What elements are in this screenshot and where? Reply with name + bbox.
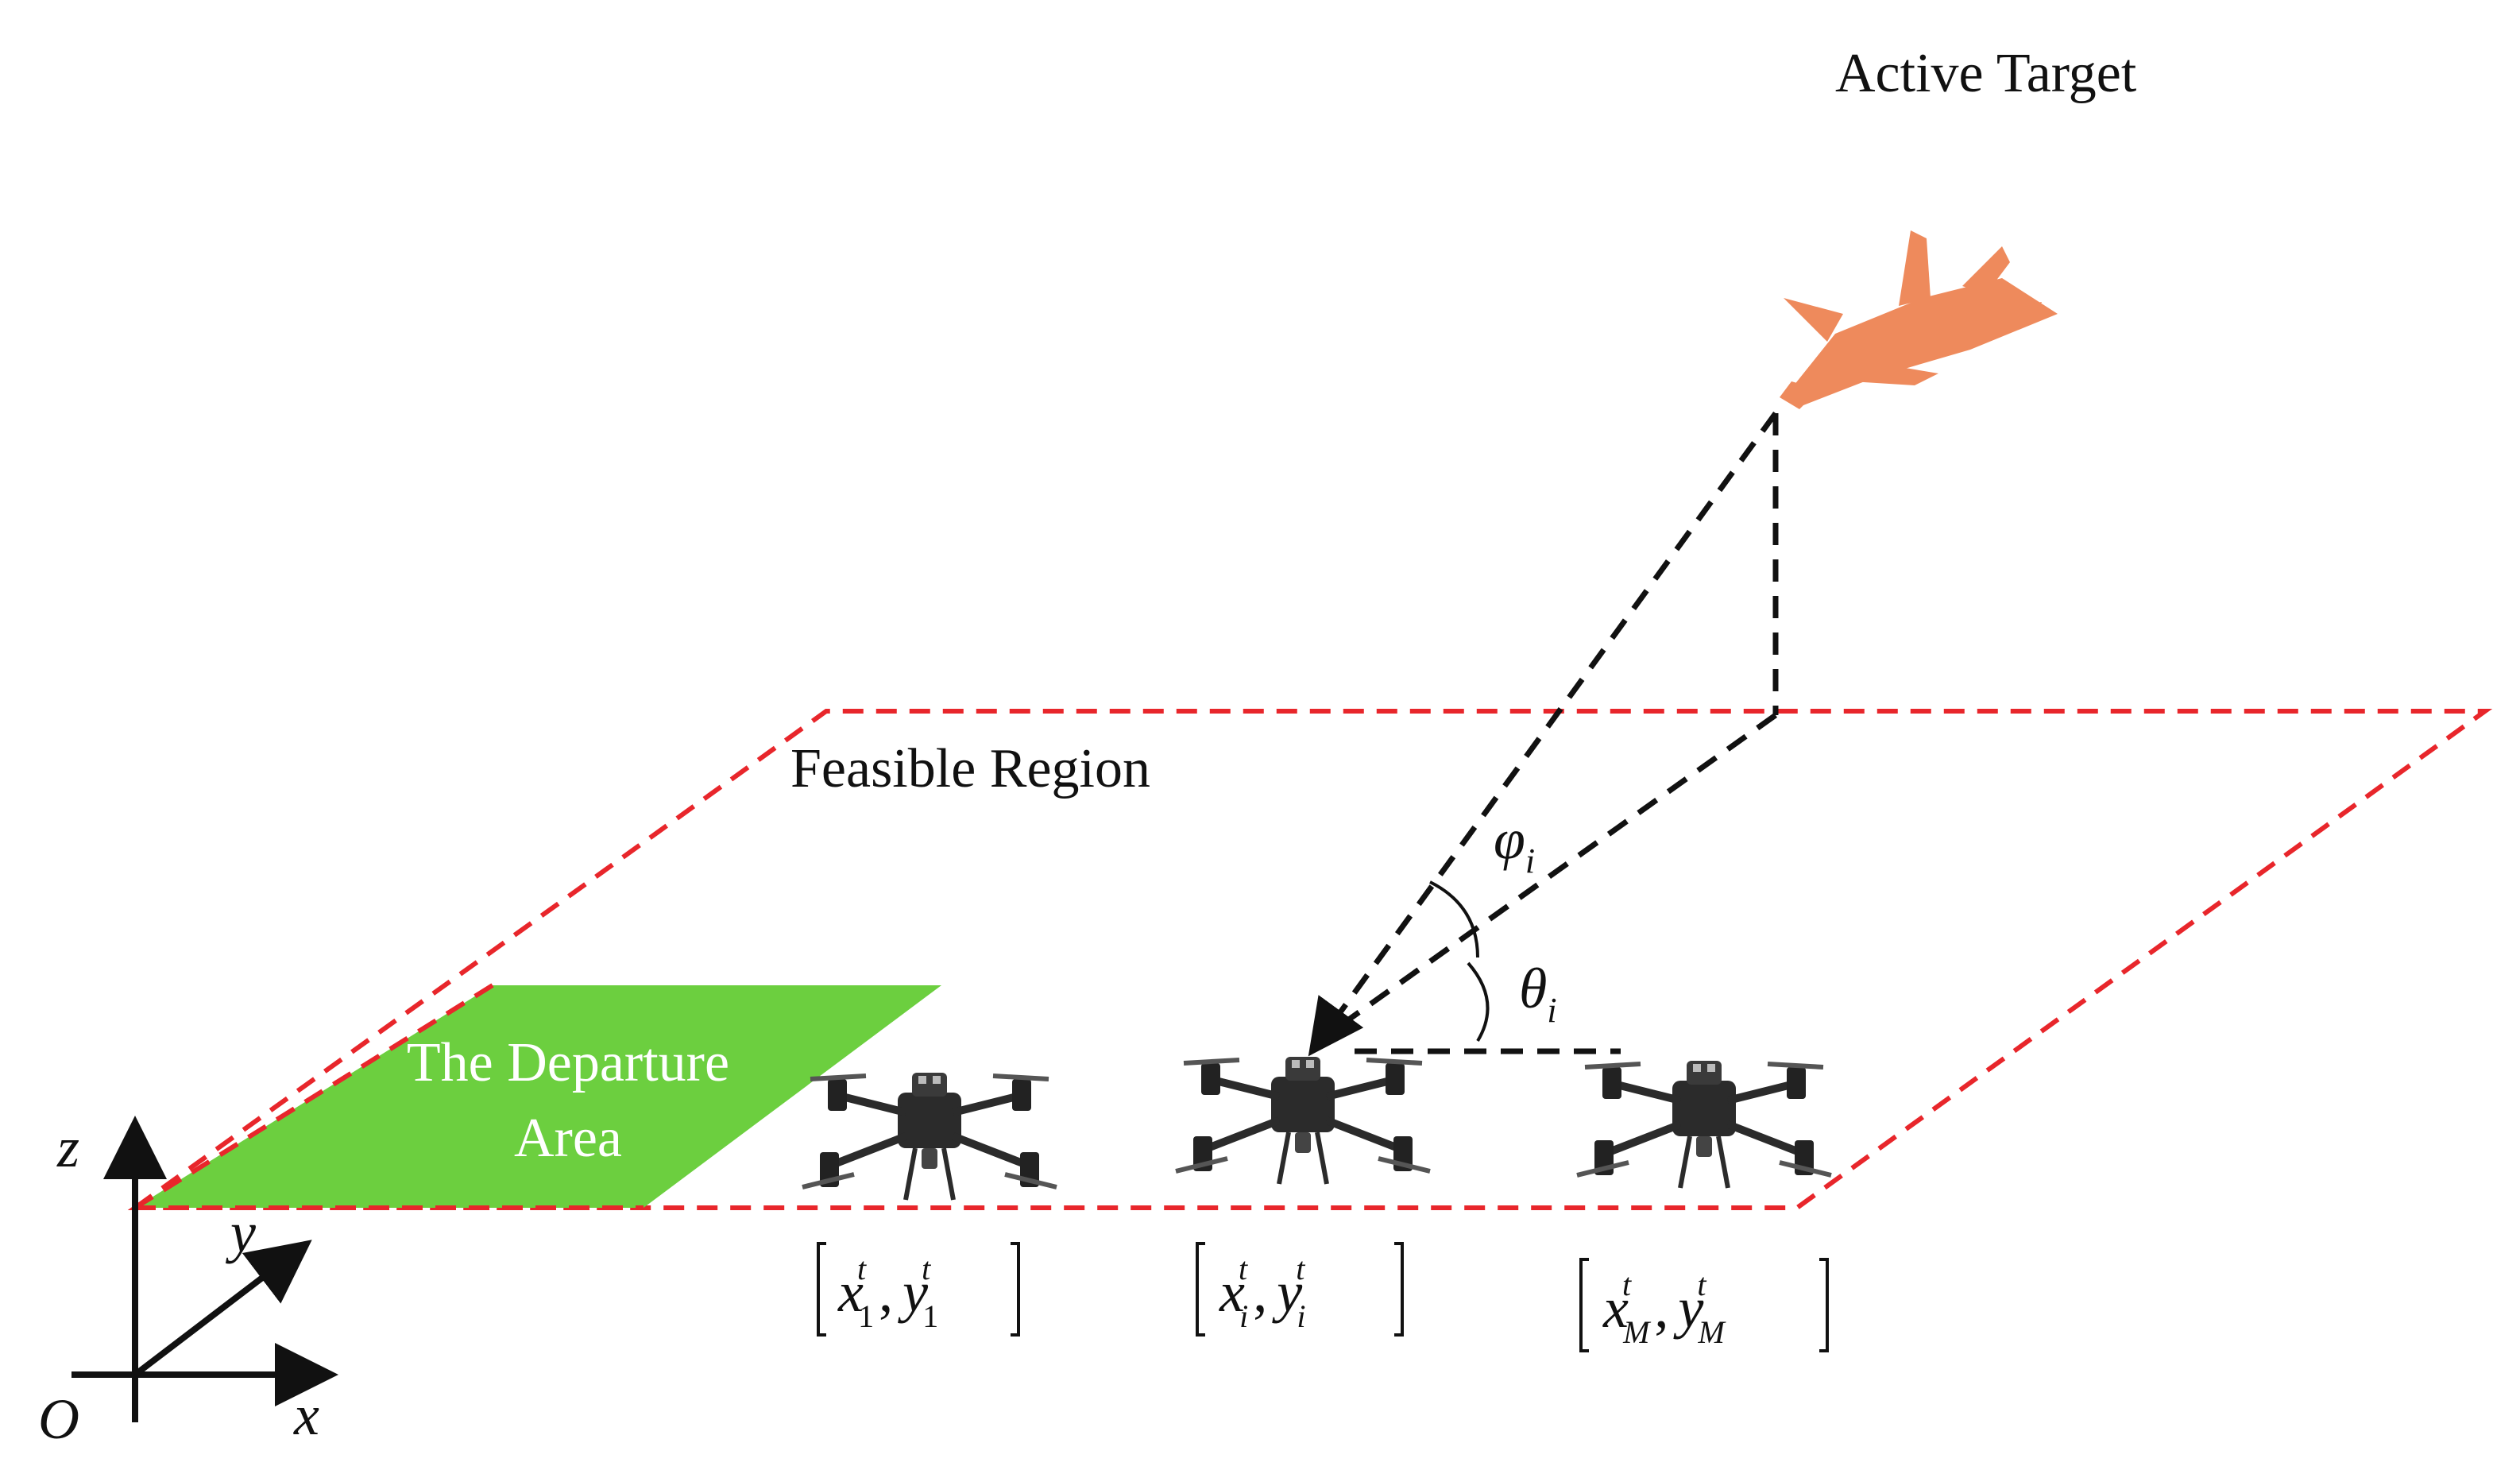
departure-area-edge: [133, 983, 494, 1210]
y-axis: [133, 1240, 312, 1378]
svg-text:xt1,yt1: xt1,yt1: [837, 1251, 938, 1334]
ground-projection-line: [1316, 713, 1778, 1043]
drone-icon-i: [1176, 1057, 1430, 1184]
aircraft-icon: [1780, 230, 2058, 409]
svg-text:xtM,ytM: xtM,ytM: [1602, 1267, 1727, 1350]
svg-text:xti,yti: xti,yti: [1219, 1251, 1305, 1334]
azimuth-angle-arc: [1467, 961, 1490, 1043]
departure-label-line1: The Departure: [407, 1032, 729, 1093]
drone-icon-1: [802, 1073, 1057, 1200]
region-label: Feasible Region: [790, 738, 1150, 799]
x-axis-label: x: [293, 1383, 319, 1447]
elevation-angle-arc: [1429, 880, 1479, 958]
departure-label-line2: Area: [514, 1108, 622, 1169]
departure-area: [135, 985, 941, 1208]
azimuth-angle-label: θi: [1519, 957, 1557, 1030]
y-axis-label: y: [225, 1201, 256, 1264]
z-axis-label: z: [56, 1116, 79, 1179]
feasible-region-boundary: [127, 709, 2493, 1210]
origin-label: O: [38, 1387, 79, 1451]
line-of-sight-arrow: [1308, 411, 1778, 1057]
drone-icon-m: [1577, 1061, 1831, 1188]
target-label: Active Target: [1835, 43, 2137, 104]
elevation-angle-label: φi: [1494, 807, 1535, 880]
